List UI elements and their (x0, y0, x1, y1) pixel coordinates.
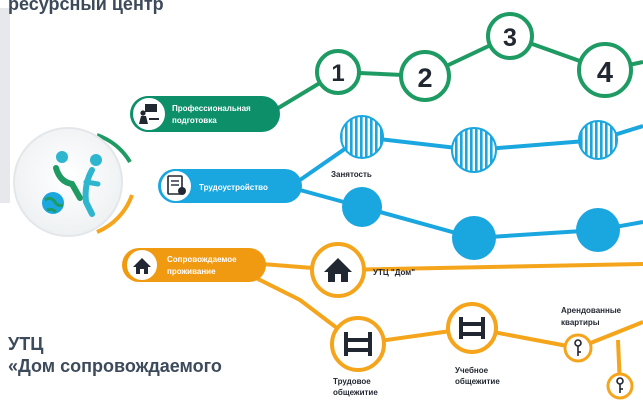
employment-nodes: Занятость (331, 115, 620, 260)
key-icon (574, 339, 582, 356)
rented-node-2 (606, 372, 634, 400)
step-3-label: 3 (503, 24, 517, 52)
housing-nodes: УТЦ "Дом" Трудовое общежитие Учебное общ… (310, 242, 634, 400)
step-node-1: 1 (315, 49, 361, 95)
step-4-label: 4 (597, 57, 613, 89)
branch-supported-living: Сопровождаемое проживание (122, 248, 266, 282)
professional-icon-circle (131, 96, 167, 132)
labor-dorm-node (330, 316, 386, 372)
striped-node-1 (340, 115, 384, 159)
housing-label-line2: проживание (167, 267, 216, 276)
solid-node-2 (452, 216, 496, 260)
striped-node-3 (578, 120, 618, 160)
key-icon (616, 377, 624, 393)
employment-caption: Занятость (331, 170, 372, 179)
utc-home-node (310, 242, 366, 298)
hub-arc-green (96, 133, 132, 164)
solid-node-3 (576, 208, 620, 252)
bunk-bed-icon (344, 332, 372, 356)
study-dorm-line1: Учебное (455, 366, 489, 375)
training-steps: 1 2 3 4 (315, 12, 633, 102)
resume-document-icon (167, 175, 186, 195)
house-icon (324, 258, 352, 282)
rented-node-1 (563, 333, 593, 363)
step-2-label: 2 (417, 63, 432, 93)
bottom-title: УТЦ «Дом сопровождаемого (8, 333, 298, 377)
labor-dorm-line2: общежитие (333, 388, 378, 397)
professional-label-line2: подготовка (172, 116, 217, 125)
left-edge-bar (0, 8, 10, 203)
bottom-title-line1: УТЦ (8, 334, 44, 354)
bunk-bed-icon (459, 317, 485, 339)
hub-arc-orange (96, 194, 134, 234)
employment-pill (158, 169, 302, 203)
step-node-2: 2 (399, 50, 451, 102)
professional-pill (130, 96, 280, 132)
step-node-4: 4 (577, 42, 633, 98)
step-1-label: 1 (331, 60, 344, 87)
rented-line2: квартиры (561, 318, 600, 327)
branch-employment: Трудоустройство (158, 169, 302, 203)
bottom-title-line2: «Дом сопровождаемого (8, 356, 222, 376)
utc-home-caption: УТЦ "Дом" (373, 268, 415, 277)
employment-icon-circle (159, 169, 193, 203)
hub (13, 127, 134, 237)
page-title: ресурсный центр (8, 0, 164, 14)
study-dorm-node (446, 302, 498, 354)
professional-label-line1: Профессиональная (172, 104, 251, 113)
striped-node-2 (451, 127, 497, 173)
step-node-3: 3 (486, 12, 534, 60)
training-presentation-icon (139, 104, 159, 124)
house-icon (133, 258, 151, 274)
branch-professional-training: Профессиональная подготовка (130, 96, 280, 132)
wheelchair-people-globe-icon (42, 151, 102, 217)
rented-line1: Арендованные (561, 306, 622, 315)
employment-label: Трудоустройство (199, 183, 268, 192)
housing-label-line1: Сопровождаемое (167, 255, 237, 264)
housing-pill (122, 248, 266, 282)
solid-node-1 (342, 187, 382, 227)
study-dorm-line2: общежитие (455, 377, 500, 386)
labor-dorm-line1: Трудовое (333, 377, 371, 386)
